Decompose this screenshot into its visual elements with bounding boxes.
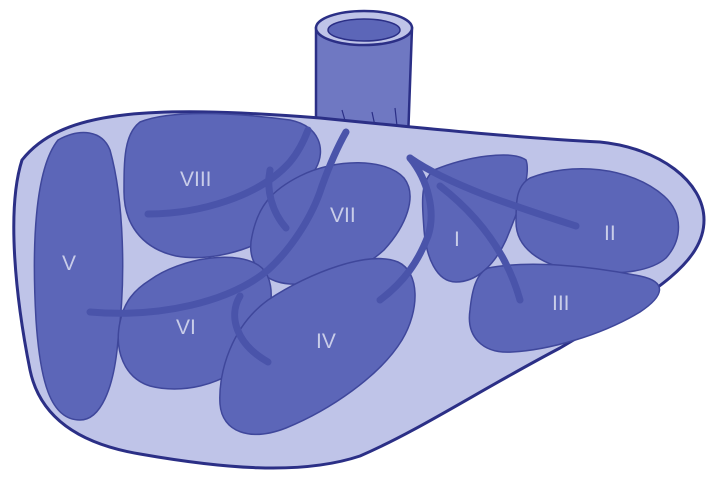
label-segment-iv: IV [316,330,336,353]
label-segment-iii: III [552,292,570,315]
label-segment-vii: VII [330,204,356,227]
label-segment-vi: VI [176,316,196,339]
segment-v [34,133,122,420]
label-segment-v: V [62,252,76,275]
label-segment-i: I [454,228,460,251]
label-segment-ii: II [604,222,616,245]
label-segment-viii: VIII [180,168,212,191]
